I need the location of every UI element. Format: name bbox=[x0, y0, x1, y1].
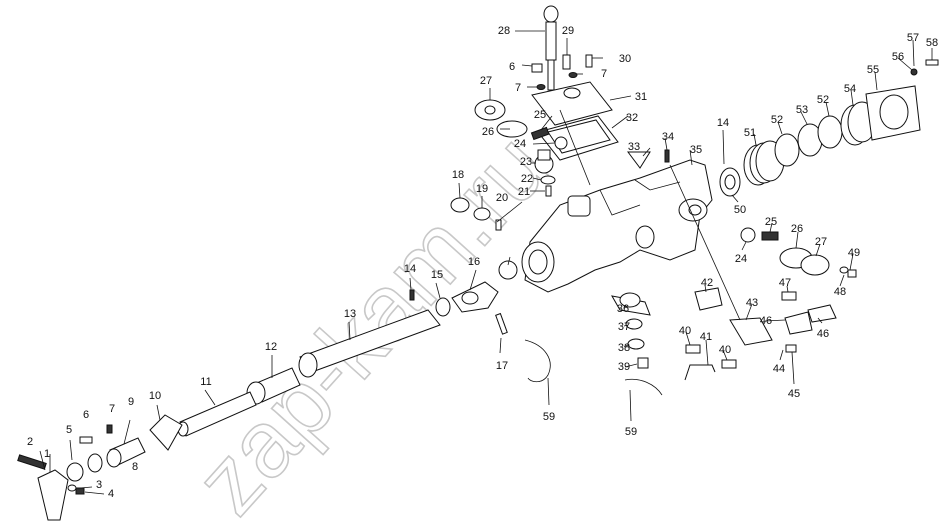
callout-number: 6 bbox=[83, 409, 89, 421]
callout-number: 10 bbox=[149, 390, 161, 402]
callout-number: 2 bbox=[27, 436, 33, 448]
callout-number: 39 bbox=[618, 361, 630, 373]
shaft-assembly bbox=[17, 197, 518, 521]
valve-block bbox=[684, 287, 837, 381]
callout-number: 19 bbox=[476, 183, 488, 195]
callout-number: 18 bbox=[452, 169, 464, 181]
callout-number: 32 bbox=[626, 112, 638, 124]
callout-number: 16 bbox=[468, 256, 480, 268]
callout-number: 27 bbox=[480, 75, 492, 87]
callout-number: 37 bbox=[618, 321, 630, 333]
callout-number: 47 bbox=[779, 277, 791, 289]
shaft-28 bbox=[543, 5, 559, 91]
callout-number: 1 bbox=[44, 448, 50, 460]
callout-number: 35 bbox=[690, 144, 702, 156]
callout-number: 43 bbox=[746, 297, 758, 309]
callout-number: 42 bbox=[701, 277, 713, 289]
clutch-pack bbox=[719, 59, 939, 197]
callout-number: 5 bbox=[66, 424, 72, 436]
callout-number: 36 bbox=[617, 303, 629, 315]
top-cover bbox=[531, 81, 619, 161]
callout-number: 46 bbox=[817, 328, 829, 340]
pin-34 bbox=[664, 149, 670, 163]
callout-number: 48 bbox=[834, 286, 846, 298]
callout-number: 40 bbox=[719, 344, 731, 356]
callout-number: 7 bbox=[515, 82, 521, 94]
callout-number: 49 bbox=[848, 247, 860, 259]
callout-number: 13 bbox=[344, 308, 356, 320]
callout-number: 50 bbox=[734, 204, 746, 216]
callout-number: 4 bbox=[108, 488, 114, 500]
callout-number: 57 bbox=[907, 32, 919, 44]
watermark-text: zap-kam.ru bbox=[175, 114, 568, 528]
right-lower-fittings bbox=[740, 227, 857, 301]
cup-33 bbox=[627, 151, 651, 169]
callout-number: 52 bbox=[817, 94, 829, 106]
callout-number: 26 bbox=[791, 223, 803, 235]
callout-number: 20 bbox=[496, 192, 508, 204]
small-fasteners-top bbox=[531, 54, 593, 90]
callout-number: 46 bbox=[760, 315, 772, 327]
callout-number: 24 bbox=[514, 138, 526, 150]
callout-number: 29 bbox=[562, 25, 574, 37]
valve-group bbox=[474, 99, 568, 197]
callout-number: 28 bbox=[498, 25, 510, 37]
callout-number: 41 bbox=[700, 331, 712, 343]
callout-number: 55 bbox=[867, 64, 879, 76]
callout-number: 34 bbox=[662, 131, 674, 143]
callout-number: 44 bbox=[773, 363, 785, 375]
callout-number: 59 bbox=[543, 411, 555, 423]
callout-number: 14 bbox=[717, 117, 729, 129]
callout-number: 30 bbox=[619, 53, 631, 65]
leader-lines bbox=[39, 30, 933, 495]
callout-number: 53 bbox=[796, 104, 808, 116]
callout-number: 12 bbox=[265, 341, 277, 353]
callout-number: 45 bbox=[788, 388, 800, 400]
callout-number: 7 bbox=[109, 403, 115, 415]
snap-ring-59b bbox=[624, 378, 663, 396]
callout-number: 52 bbox=[771, 114, 783, 126]
callout-number: 25 bbox=[765, 216, 777, 228]
snap-ring-59a bbox=[524, 339, 551, 383]
fork-assembly bbox=[611, 292, 651, 369]
callout-number: 25 bbox=[534, 109, 546, 121]
callout-number: 56 bbox=[892, 51, 904, 63]
callout-number: 21 bbox=[518, 186, 530, 198]
callout-number: 51 bbox=[744, 127, 756, 139]
callout-number: 31 bbox=[635, 91, 647, 103]
callout-number: 17 bbox=[496, 360, 508, 372]
callout-number: 40 bbox=[679, 325, 691, 337]
callout-number: 22 bbox=[521, 173, 533, 185]
callout-number: 26 bbox=[482, 126, 494, 138]
callout-number: 54 bbox=[844, 83, 856, 95]
callout-number: 14 bbox=[404, 263, 416, 275]
callout-number: 33 bbox=[628, 141, 640, 153]
callout-number: 27 bbox=[815, 236, 827, 248]
callout-number: 38 bbox=[618, 342, 630, 354]
gear-housing bbox=[521, 159, 713, 293]
callout-number: 7 bbox=[601, 68, 607, 80]
callout-number: 8 bbox=[132, 461, 138, 473]
callout-number: 11 bbox=[200, 376, 211, 388]
callout-number: 23 bbox=[520, 156, 532, 168]
callout-number: 59 bbox=[625, 426, 637, 438]
callout-number: 3 bbox=[96, 479, 102, 491]
callout-number: 24 bbox=[735, 253, 747, 265]
callout-number: 15 bbox=[431, 269, 443, 281]
callout-number: 6 bbox=[509, 61, 515, 73]
callout-number: 9 bbox=[128, 396, 134, 408]
callout-number: 58 bbox=[926, 37, 938, 49]
